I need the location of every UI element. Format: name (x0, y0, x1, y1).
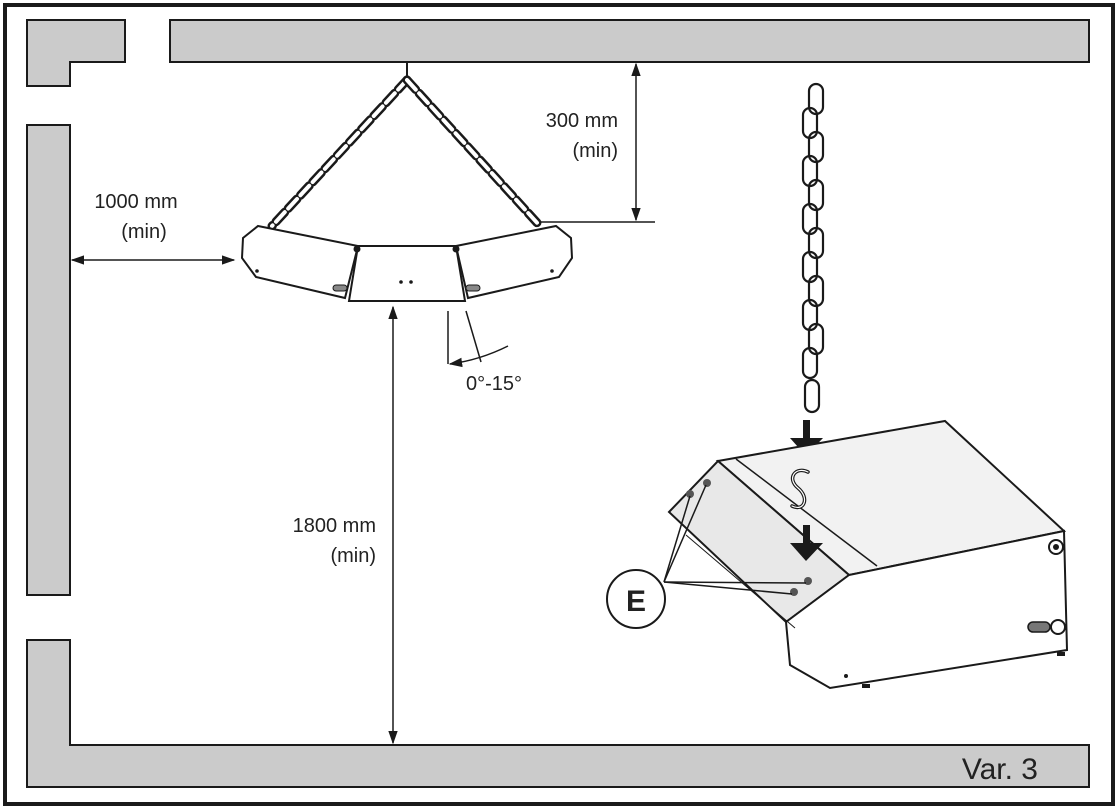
callout-label: E (626, 585, 646, 618)
hook-detail-view: E (606, 82, 1069, 690)
wall-clearance-value: 1000 mm (94, 191, 177, 213)
floor-clearance-value: 1800 mm (293, 515, 376, 537)
left-wall (26, 124, 71, 596)
tilt-range-label: 0°-15° (466, 373, 522, 395)
heater-center-panel (347, 245, 467, 302)
wall-clearance-note: (min) (121, 221, 167, 243)
variant-label: Var. 3 (962, 753, 1038, 786)
top-clearance-note: (min) (572, 140, 618, 162)
room-walls (26, 19, 1090, 788)
arrow-down-icon (790, 525, 823, 561)
ceiling-slab (169, 19, 1090, 63)
hanging-chain (801, 82, 825, 414)
floor-slab (26, 639, 1090, 788)
heater-right-panel (454, 224, 574, 300)
heater-front-face (784, 529, 1069, 690)
callout-circle (606, 569, 666, 629)
top-clearance-value: 300 mm (546, 110, 618, 132)
suspended-heater-view: 300 mm (min) 1000 mm (min) 1800 mm (min)… (70, 62, 655, 745)
tilt-angle-arc (448, 345, 509, 368)
top-left-corner-wall (26, 19, 126, 87)
floor-clearance-note: (min) (330, 545, 376, 567)
